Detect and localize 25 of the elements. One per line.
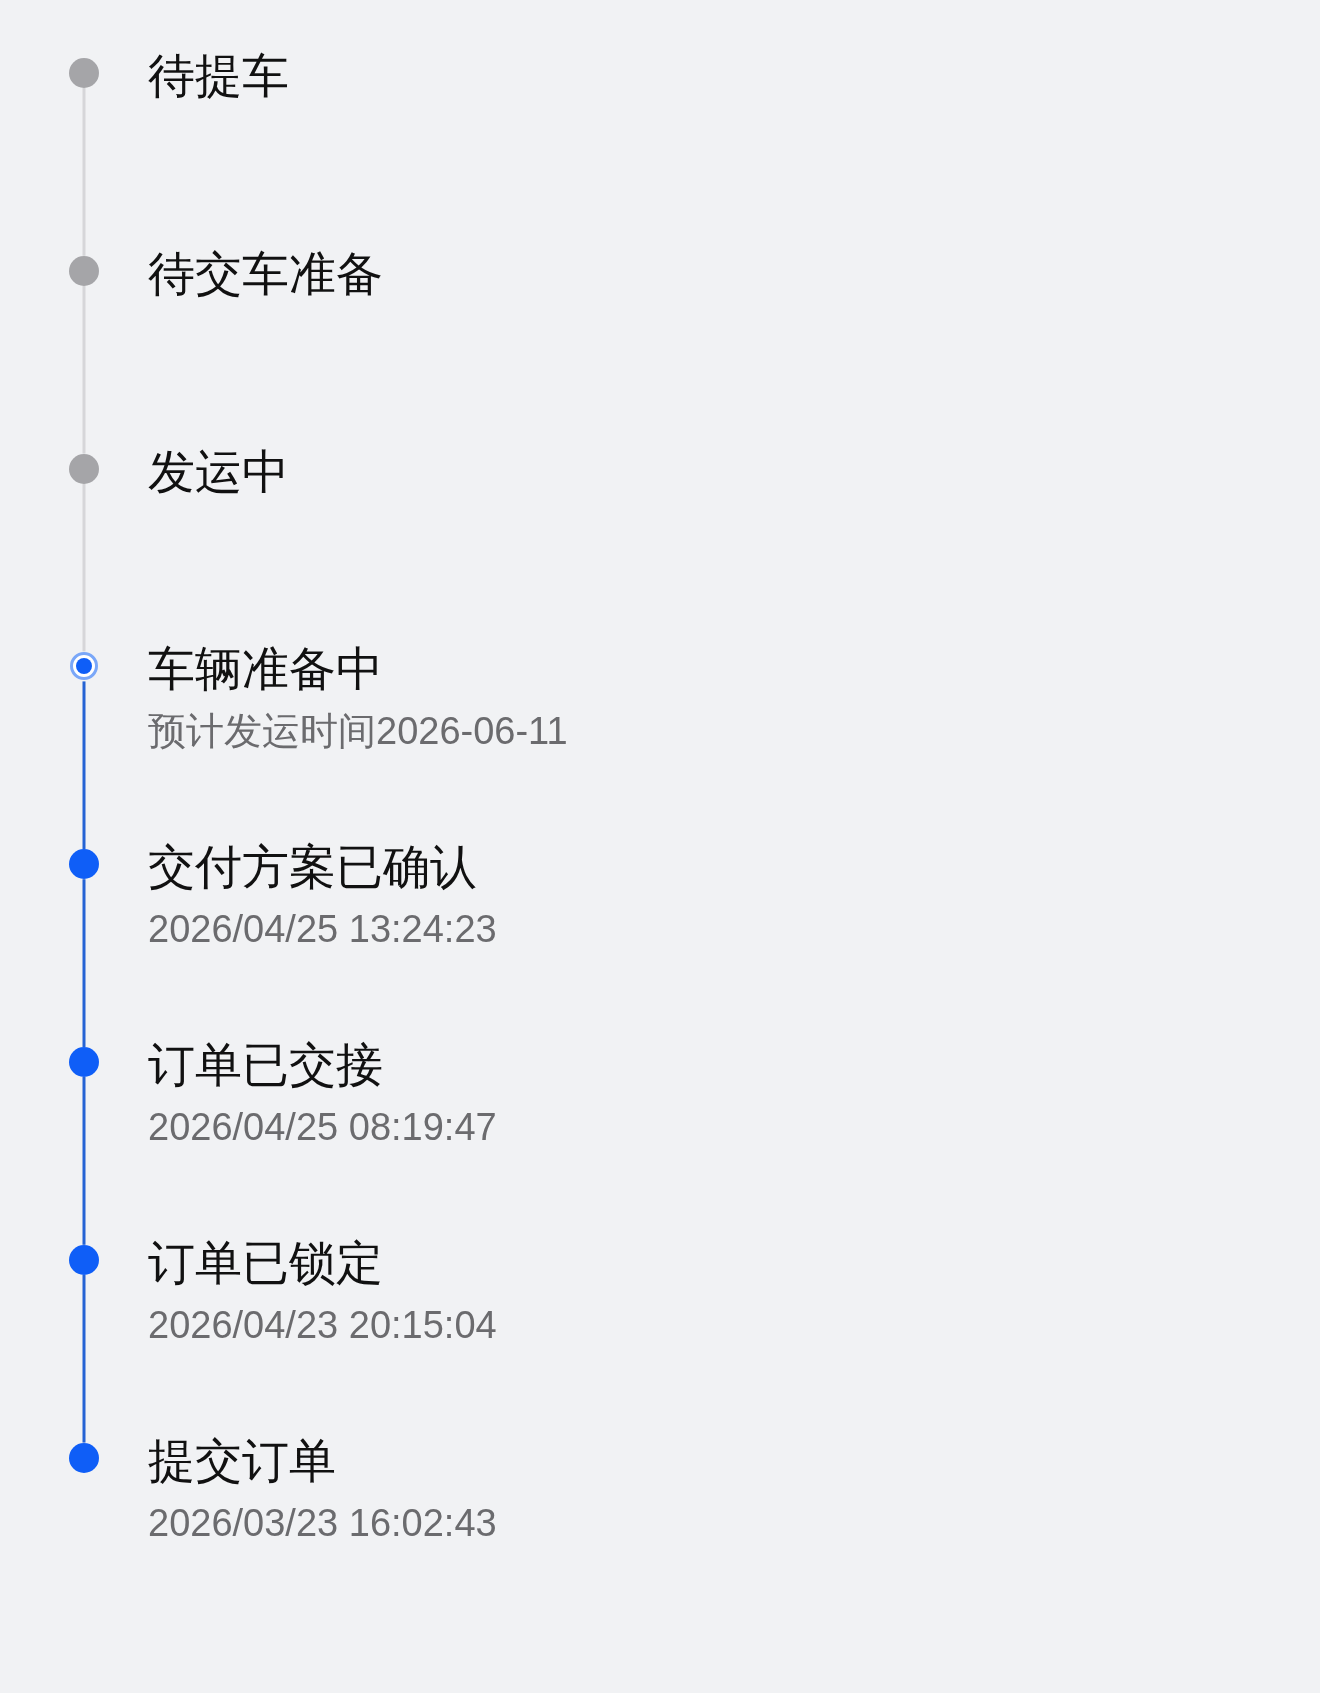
status-subtitle: 2026/04/25 08:19:47: [148, 1105, 497, 1151]
current-step-dot: [69, 651, 99, 682]
status-title: 交付方案已确认: [148, 839, 477, 895]
pending-step-dot: [69, 58, 99, 88]
pending-step-dot: [69, 453, 99, 484]
connector-line: [82, 1274, 86, 1443]
status-title: 车辆准备中: [148, 641, 383, 698]
status-title: 待提车: [148, 47, 289, 104]
connector-line: [82, 681, 86, 850]
status-subtitle: 预计发运时间2026-06-11: [148, 709, 568, 755]
status-title: 提交订单: [148, 1432, 336, 1489]
connector-line: [82, 1077, 86, 1245]
completed-step-dot: [69, 849, 99, 880]
status-title: 发运中: [148, 443, 289, 500]
completed-step-dot: [69, 1244, 99, 1275]
status-title: 订单已交接: [148, 1036, 383, 1093]
connector-line: [82, 879, 86, 1047]
completed-step-dot: [69, 1442, 99, 1473]
completed-step-dot: [69, 1047, 99, 1077]
status-title: 订单已锁定: [148, 1234, 383, 1291]
status-title: 待交车准备: [148, 245, 383, 302]
status-subtitle: 2026/03/23 16:02:43: [148, 1500, 497, 1546]
status-subtitle: 2026/04/25 13:24:23: [148, 907, 497, 953]
pending-step-dot: [69, 255, 99, 286]
status-subtitle: 2026/04/23 20:15:04: [148, 1303, 497, 1348]
